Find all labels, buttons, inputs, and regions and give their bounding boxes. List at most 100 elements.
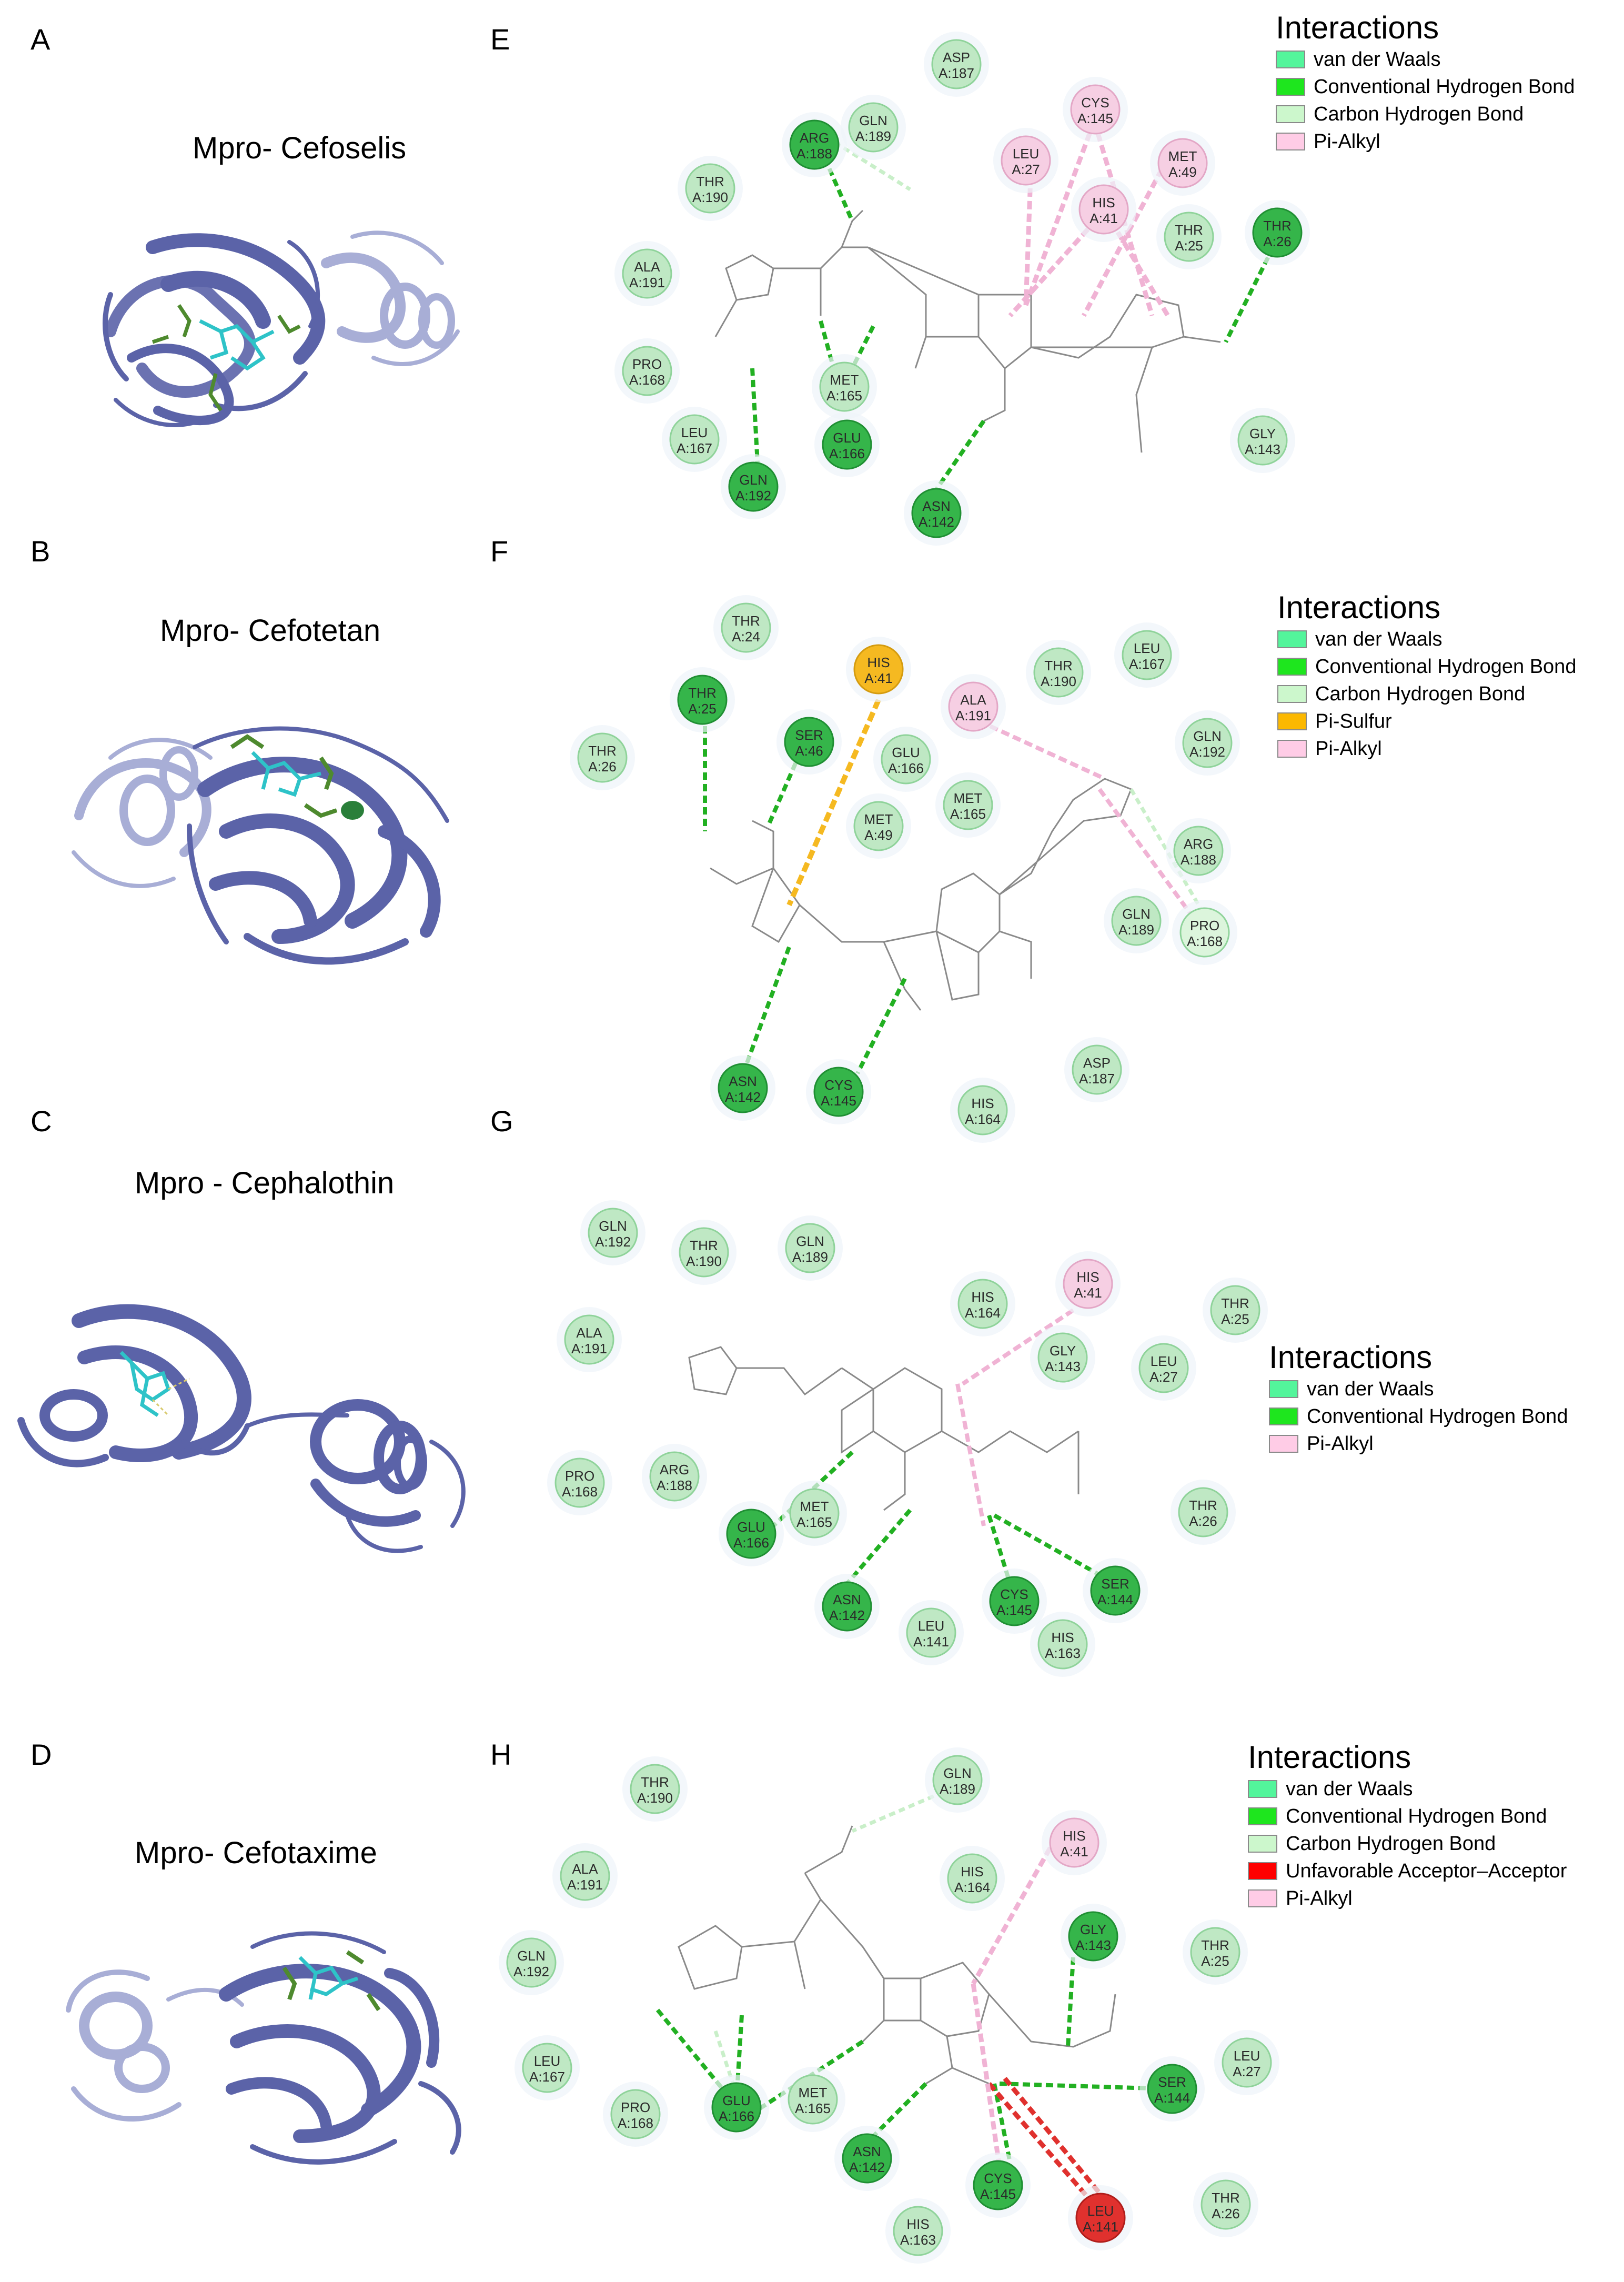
residue-id: A:189 (1118, 922, 1154, 938)
panel-label-d: D (31, 1738, 52, 1771)
legend-label: Pi-Sulfur (1315, 710, 1392, 732)
residue-id: A:168 (562, 1484, 598, 1500)
residue-name: GLY (1080, 1922, 1106, 1937)
legend-label: Conventional Hydrogen Bond (1314, 75, 1575, 98)
swatch (1248, 1780, 1277, 1798)
residue-id: A:145 (980, 2186, 1016, 2202)
protein-ribbon-c (17, 1304, 466, 1553)
legend-item-hbond: Conventional Hydrogen Bond (1276, 73, 1575, 100)
residue-id: A:49 (1168, 164, 1197, 180)
legend-item-chbond: Carbon Hydrogen Bond (1277, 680, 1576, 708)
residue-id: A:165 (826, 388, 862, 404)
legend-label: Unfavorable Acceptor–Acceptor (1286, 1859, 1567, 1882)
residue-id: A:192 (735, 488, 771, 504)
residue-id: A:25 (1201, 1953, 1229, 1969)
residue-name: GLN (599, 1218, 627, 1234)
residue-id: A:142 (725, 1089, 761, 1105)
residue-disc (819, 361, 870, 412)
residue-id: A:188 (657, 1477, 692, 1493)
residue-id: A:164 (954, 1879, 990, 1895)
residue-disc (947, 1853, 997, 1904)
residue-disc (848, 102, 899, 153)
residue-id: A:25 (1175, 238, 1203, 254)
residue-id: A:191 (629, 275, 665, 290)
residue-name: THR (1263, 218, 1291, 234)
residue-id: A:145 (821, 1093, 856, 1109)
residue-id: A:141 (1083, 2219, 1118, 2235)
legend-title: Interactions (1277, 590, 1441, 625)
residue-id: A:164 (965, 1305, 1001, 1321)
residue-disc (931, 39, 982, 89)
residue-id: A:191 (571, 1341, 607, 1356)
residue-id: A:143 (1075, 1937, 1111, 1953)
legend-label: van der Waals (1315, 628, 1443, 650)
residue-disc (522, 2043, 572, 2093)
residue-id: A:167 (529, 2069, 565, 2085)
swatch (1277, 630, 1307, 648)
residue-name: GLU (833, 430, 861, 446)
residue-disc (853, 801, 904, 851)
legend-item-unfavorable: Unfavorable Acceptor–Acceptor (1248, 1857, 1567, 1885)
legend-item-vdw: van der Waals (1277, 626, 1576, 653)
residue-name: HIS (867, 655, 890, 670)
residue-name: GLN (1122, 906, 1150, 922)
residue-name: HIS (1092, 195, 1115, 210)
legend-item-hbond: Conventional Hydrogen Bond (1277, 653, 1576, 680)
residue-name: ASN (853, 2144, 881, 2159)
residue-id: A:192 (595, 1234, 631, 1250)
residue-name: LEU (1134, 640, 1161, 656)
residue-name: GLN (1193, 728, 1221, 744)
legend-title: Interactions (1248, 1740, 1411, 1775)
residue-disc (577, 732, 628, 783)
residue-disc (943, 780, 993, 830)
residue-disc (610, 2089, 661, 2139)
residue-id: A:189 (792, 1249, 828, 1265)
residue-id: A:168 (618, 2115, 653, 2131)
residue-name: PRO (632, 356, 662, 372)
residue-disc (911, 488, 962, 538)
residue-disc (506, 1937, 557, 1988)
residue-disc (649, 1451, 700, 1502)
residue-id: A:142 (849, 2159, 885, 2175)
residue-id: A:142 (829, 1607, 865, 1623)
residue-disc (728, 461, 779, 512)
residue-id: A:192 (513, 1964, 549, 1979)
residue-id: A:25 (1221, 1311, 1249, 1327)
residue-name: ASN (922, 498, 950, 514)
residue-name: ASN (833, 1592, 861, 1607)
legend-item-pialkyl: Pi-Alkyl (1277, 735, 1576, 762)
residue-disc (630, 1764, 680, 1814)
residue-name: CYS (984, 2170, 1012, 2186)
residue-disc (957, 1279, 1008, 1329)
residue-name: CYS (824, 1077, 852, 1093)
swatch (1248, 1889, 1277, 1907)
residue-id: A:143 (1045, 1359, 1081, 1374)
residue-name: MET (800, 1499, 829, 1514)
legend-item-chbond: Carbon Hydrogen Bond (1276, 100, 1575, 128)
residue-disc (1063, 1259, 1113, 1309)
diagram-h-chbonds (713, 1782, 964, 2095)
residue-id: A:143 (1245, 441, 1280, 457)
residue-name: LEU (534, 2053, 561, 2069)
residue-id: A:142 (919, 514, 954, 530)
legend-label: Conventional Hydrogen Bond (1315, 655, 1577, 678)
residue-name: ARG (660, 1462, 689, 1477)
residue-id: A:27 (1233, 2064, 1261, 2079)
